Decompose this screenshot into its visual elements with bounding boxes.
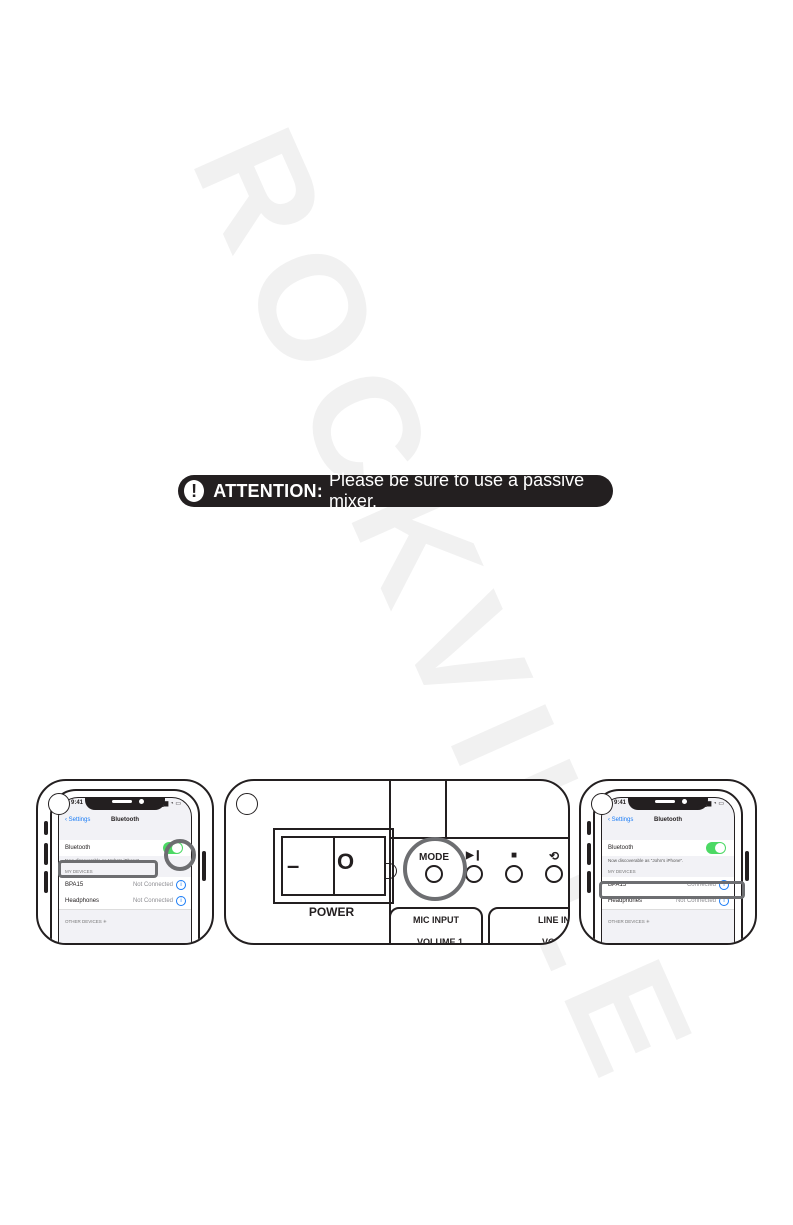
status-time: 9:41 [614,800,627,806]
line-input-label: LINE IN [538,915,570,925]
my-devices-header: MY DEVICES [608,869,636,874]
other-devices-header: OTHER DEVICES ✳ [65,919,107,924]
status-time: 9:41 [71,800,84,806]
device-name: BPA15 [608,882,627,888]
line-input-section: LINE IN VOLU [488,907,570,945]
phone-frame: 9:41 ▂▄▆ ◔ ▭ ‹ Settings Bluetooth Blueto… [593,789,743,943]
phone-side-button [44,843,48,865]
bluetooth-toggle[interactable] [706,842,726,854]
attention-text: Please be sure to use a passive mixer. [328,470,585,511]
highlight-box [58,860,158,878]
device-name: Headphones [608,898,643,904]
device-state: Not Connected [675,898,716,904]
device-state: Not Connected [132,882,173,888]
divider-line [389,837,568,839]
other-devices-header: OTHER DEVICES ✳ [608,919,650,924]
pointer-line [445,781,447,837]
phone-notch [628,798,708,810]
signal-wifi-battery-icon: ▂▄▆ ◔ ▭ [697,801,724,807]
discoverable-row: Now discoverable as "John's iPhone". [602,856,734,866]
loading-spinner-icon: ✳ [646,919,650,924]
step2-panel: 2 – O POWER MODE ▶❙ ■ ⟲ MIC INPUT VOLUME… [224,779,570,945]
nav-title: Bluetooth [654,817,682,823]
nav-bar: ‹ Settings Bluetooth [59,812,191,830]
knob-edge [386,863,397,879]
highlight-circle [164,839,196,871]
phone-side-button [44,821,48,835]
bluetooth-label: Bluetooth [65,845,91,851]
power-label: POWER [308,905,355,919]
nav-title: Bluetooth [111,817,139,823]
phone-notch [85,798,165,810]
power-on-symbol: – [287,853,300,878]
device-state: Not Connected [132,898,173,904]
repeat-icon: ⟲ [548,849,560,863]
discoverable-text: Now discoverable as "John's iPhone". [608,858,684,863]
phone-side-button [202,851,206,881]
attention-banner: ! ATTENTION: Please be sure to use a pas… [178,470,613,511]
device-name: BPA15 [65,882,84,888]
stop-button[interactable] [505,865,523,883]
step3-panel: 3 9:41 ▂▄▆ ◔ ▭ ‹ Settings Bluetooth Blue… [579,779,757,945]
power-switch[interactable]: – O [273,828,394,904]
phone-side-button [745,851,749,881]
attention-title: ATTENTION: [213,480,323,501]
volume1-label: VOLUME 1 [417,937,464,945]
step3-number: 3 [591,793,613,815]
phone-side-button [587,843,591,865]
bluetooth-row: Bluetooth [602,840,734,856]
mic-input-section: MIC INPUT VOLUME 1 [389,907,483,945]
mic-input-label: MIC INPUT [413,915,459,925]
play-pause-icon: ▶❙ [465,850,483,861]
repeat-button[interactable] [545,865,563,883]
device-name: Headphones [65,898,100,904]
stop-icon: ■ [510,850,518,861]
step1-number: 1 [48,793,70,815]
nav-bar: ‹ Settings Bluetooth [602,812,734,830]
signal-wifi-battery-icon: ▂▄▆ ◔ ▭ [154,801,181,807]
volume2-label: VOLU [542,937,568,945]
highlight-box [599,881,745,899]
watermark-text: ROCKVILLE [161,105,733,1113]
phone-side-button [44,871,48,893]
divider-line [389,781,391,943]
info-icon[interactable]: i [176,880,186,890]
power-off-symbol: O [337,849,355,874]
step2-number: 2 [236,793,258,815]
info-icon[interactable]: i [176,896,186,906]
my-devices-header: MY DEVICES [65,869,93,874]
device-state: Connected [686,882,716,888]
device-row[interactable]: BPA15 Not Connected i [59,877,191,894]
bluetooth-label: Bluetooth [608,845,634,851]
phone-side-button [587,821,591,835]
step1-panel: 1 9:41 ▂▄▆ ◔ ▭ ‹ Settings Bluetooth Blue… [36,779,214,945]
play-pause-button[interactable] [465,865,483,883]
back-settings-button[interactable]: ‹ Settings [608,817,634,823]
back-settings-button[interactable]: ‹ Settings [65,817,91,823]
loading-spinner-icon: ✳ [103,919,107,924]
device-row[interactable]: Headphones Not Connected i [59,893,191,910]
phone-side-button [587,871,591,893]
exclamation-icon: ! [184,480,205,502]
phone-screen: 9:41 ▂▄▆ ◔ ▭ ‹ Settings Bluetooth Blueto… [601,797,735,943]
highlight-circle [403,837,467,901]
info-icon[interactable]: i [719,880,729,890]
